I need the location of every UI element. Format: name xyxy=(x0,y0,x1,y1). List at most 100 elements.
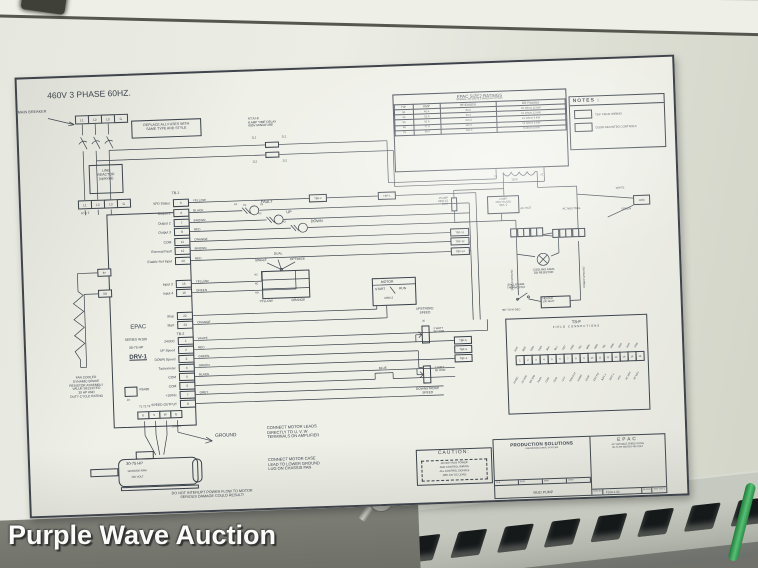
TB-1-terminal: 16 xyxy=(175,288,193,298)
TB-1-terminal: 5 xyxy=(172,198,190,208)
caution-line: ARE 24V DC LEVEL xyxy=(442,472,467,477)
heater-label: HEATER 100 WATT xyxy=(542,296,555,304)
sw-yellow: YELLOW xyxy=(259,298,273,304)
fuse-15a: 15 AMP MDA-15 250V xyxy=(438,196,449,207)
vent-slot xyxy=(496,523,535,553)
fuse-wire-1l1: 1L1 xyxy=(251,136,257,140)
wire xyxy=(96,154,266,162)
wire xyxy=(80,137,88,150)
wire xyxy=(190,250,471,261)
TB-1-wire-color: BROWN xyxy=(194,245,207,251)
k3: K3 xyxy=(282,220,286,224)
tbf-bottom-label: TACH xyxy=(536,376,543,384)
ac-hot: AC HOT xyxy=(520,205,532,211)
motor-shaft xyxy=(90,468,119,478)
motor-rpm: 1200/1800 RPM xyxy=(127,469,147,473)
tbf-3: TBF-3 xyxy=(454,344,473,354)
TB-1-wire-color: RED xyxy=(194,255,202,261)
no-1: NO xyxy=(255,291,259,295)
tbf-top-label: BLU xyxy=(553,345,559,351)
lamp-circle xyxy=(298,222,308,233)
connect-case: CONNECT MOTOR CASE LEAD TO LOWER GROUND … xyxy=(267,455,320,472)
tbf-bottom-label: AC HOT xyxy=(624,371,632,381)
TB-1-terminal: 7 xyxy=(173,218,190,228)
k2: K2 xyxy=(258,212,262,216)
ratings-cell: 96 A xyxy=(413,129,442,136)
TB-2-terminal: 4 xyxy=(178,363,195,373)
motor-volt: 460 VOLT xyxy=(131,475,144,479)
lamp-circle xyxy=(527,295,530,299)
symbol-path xyxy=(72,291,86,360)
start-label: START xyxy=(375,286,386,292)
title-block-mini-cell: FILE xyxy=(494,480,520,486)
tbf-bottom-label: 24VDC xyxy=(512,376,520,385)
title-block-company-section: PRODUCTION SOLUTIONS ENGINEERED DRIVE SY… xyxy=(493,436,593,499)
wire xyxy=(279,150,394,155)
tbf-bottom-label: START xyxy=(576,374,584,383)
wire xyxy=(190,232,451,242)
tbf-bottom-label: INPT 4 xyxy=(608,373,616,382)
drawing-number-row: DWG NO F109-1-02 26 AUG SHT 1 OF 1 xyxy=(592,486,667,495)
vent-slot xyxy=(683,502,721,532)
tbf-bottom-label: SPD OUT xyxy=(568,371,577,383)
reactor-terminals-cell: L2 xyxy=(90,199,105,210)
incoming-terminals-cell: G xyxy=(113,113,128,124)
xfmr-115: 115V xyxy=(511,177,518,182)
wire xyxy=(558,237,560,253)
reactor-terminals-cell: L3 xyxy=(103,199,118,209)
tbf-bottom-label: UP SPD xyxy=(520,374,528,385)
wire xyxy=(194,340,454,350)
wire xyxy=(550,252,560,257)
fuse-wire-2l2: 2L2 xyxy=(282,159,288,163)
TB-2-terminal: 7 xyxy=(179,390,196,400)
schematic-paper: EPAC SIZE2 RATINGS NOMINAL 460 VOLTS 3 P… xyxy=(14,54,690,519)
note-label: DOOR MOUNTED CONTROLS xyxy=(595,123,637,129)
TB-1-terminal: 12 xyxy=(174,246,191,256)
dwg-date: 26 AUG xyxy=(640,487,652,494)
x2-fault: X2 xyxy=(260,203,264,207)
TB-1-terminal: 14 xyxy=(174,256,192,266)
TB-1-terminal: 11 xyxy=(174,237,191,247)
tb2-title: TB-2 xyxy=(176,331,185,337)
ratings-cell: 8 Ohms 6 KW xyxy=(496,124,567,133)
tbf-5: TBF-5 xyxy=(453,335,473,345)
title-block-mini-cell: CHKD xyxy=(566,477,591,483)
wire xyxy=(190,241,451,251)
tb1-title: TB-1 xyxy=(171,190,180,196)
motor-hp: 30-75 HP xyxy=(125,460,144,466)
wire xyxy=(278,140,387,145)
note-label: T8-F FIELD WIRING xyxy=(595,110,622,116)
TB-1-wire-color: RED xyxy=(193,226,201,232)
TB-2-terminal: 2 xyxy=(177,345,195,355)
ac-strip-right-cell xyxy=(578,227,586,238)
wire xyxy=(106,136,114,149)
green-wire-label: GREEN xyxy=(621,207,632,211)
white-wire: WHITE xyxy=(615,186,625,190)
tbf-bottom-label: DN SPD xyxy=(528,374,537,384)
title-block: PRODUCTION SOLUTIONS ENGINEERED DRIVE SY… xyxy=(492,433,668,500)
tbf-1: TBF-1 xyxy=(377,191,396,201)
wire xyxy=(205,436,213,442)
ac-neutral: AC NEUTRAL xyxy=(562,205,581,211)
tbf-top-label: YEL xyxy=(577,344,583,351)
wire xyxy=(266,216,272,223)
x1-fault: X1 xyxy=(243,203,247,207)
tbf-bottom-label: STOP xyxy=(584,374,591,382)
contact-block xyxy=(261,269,311,300)
ratings-cell: 125 A xyxy=(440,127,498,135)
fuse1-box xyxy=(264,141,280,148)
vent-slot xyxy=(450,528,488,559)
tbf-top-label: BLK xyxy=(545,345,551,352)
wire xyxy=(83,294,88,368)
incoming-terminals-cell: L1 xyxy=(74,115,89,125)
TB-2-terminal: 5 xyxy=(178,372,196,382)
pot2-box xyxy=(422,365,432,384)
title-block-product-section: EPAC AC VARIABLE SPEED DRIVE 30-75 HP MO… xyxy=(590,434,667,495)
wire xyxy=(195,385,444,395)
wire xyxy=(375,372,394,374)
watermark: Purple Wave Auction xyxy=(8,520,277,550)
incoming-terminals-cell: L3 xyxy=(100,114,115,124)
